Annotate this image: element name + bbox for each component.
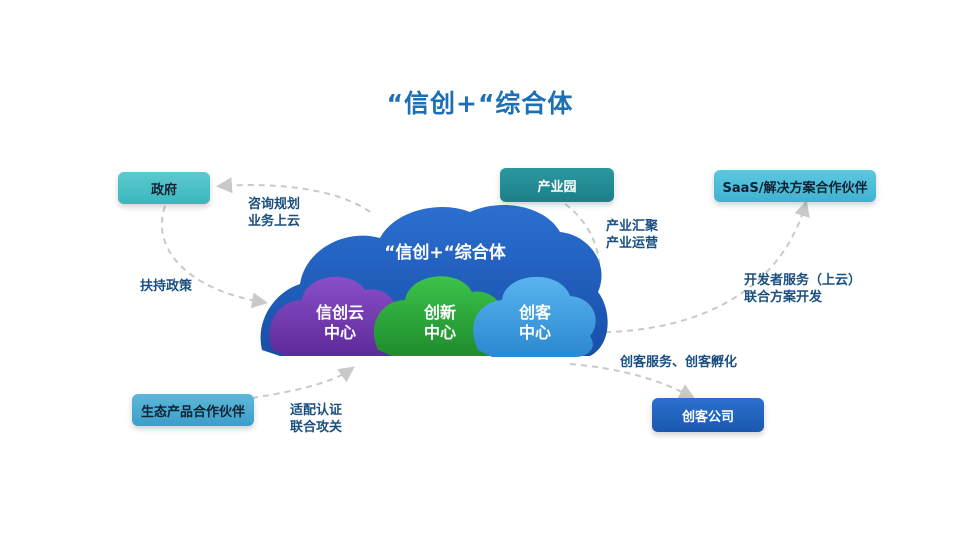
sub-cloud-xinchuang-label-line1: 信创云 <box>316 303 364 322</box>
node-government: 政府 <box>118 172 210 204</box>
edge-label-policy: 扶持政策 <box>140 279 193 294</box>
sub-cloud-maker-label-line1: 创客 <box>518 303 552 322</box>
diagram-title: “信创+“综合体 <box>386 89 574 118</box>
node-industrial-park: 产业园 <box>500 168 614 202</box>
sub-cloud-maker-label-line2: 中心 <box>519 323 551 342</box>
connector-eco-to-cloud <box>251 366 355 399</box>
edge-label-adaptation: 适配认证 联合攻关 <box>290 403 343 435</box>
node-saas-partner: SaaS/解决方案合作伙伴 <box>714 170 876 202</box>
sub-cloud-innovation-label-line2: 中心 <box>424 323 456 342</box>
connector-park-to-cloud <box>564 203 601 299</box>
edge-label-consulting: 咨询规划 业务上云 <box>248 197 301 229</box>
cloud-title: “信创+“综合体 <box>384 242 507 263</box>
connector-cloud-to-maker <box>569 363 696 399</box>
connector-cloud-to-gov <box>216 177 371 213</box>
node-maker-company: 创客公司 <box>652 398 764 432</box>
edge-label-industry: 产业汇聚 产业运营 <box>606 219 659 251</box>
connectors <box>160 177 810 399</box>
sub-cloud-maker: 创客 中心 <box>473 276 596 357</box>
sub-cloud-xinchuang: 信创云 中心 <box>269 276 403 355</box>
node-eco-partner: 生态产品合作伙伴 <box>132 394 254 426</box>
connector-gov-to-cloud <box>160 205 268 309</box>
edge-label-developer: 开发者服务（上云） 联合方案开发 <box>744 273 862 305</box>
sub-cloud-innovation-label-line1: 创新 <box>423 303 456 322</box>
sub-cloud-xinchuang-label-line2: 中心 <box>324 323 356 342</box>
edge-label-maker-service: 创客服务、创客孵化 <box>620 355 738 370</box>
connector-cloud-to-saas <box>604 200 810 333</box>
sub-cloud-innovation: 创新 中心 <box>373 276 506 356</box>
